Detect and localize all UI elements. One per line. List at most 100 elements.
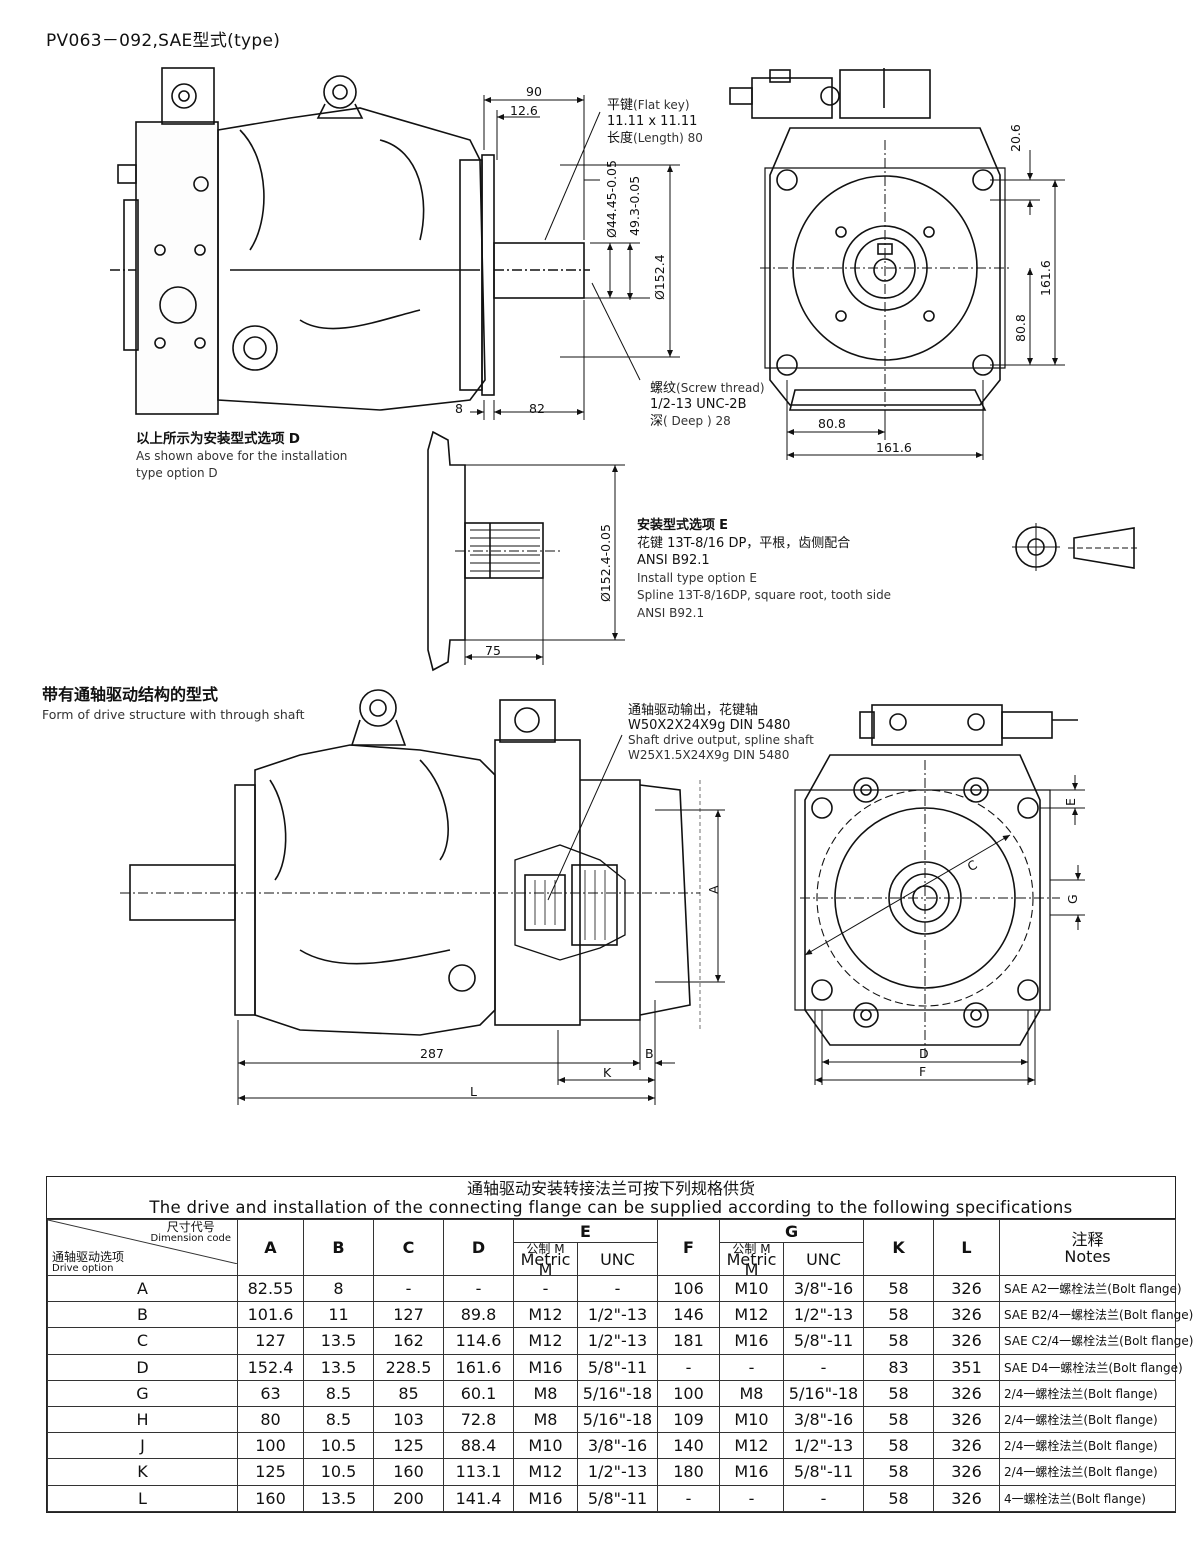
table-cell-eu: 3/8"-16 [577,1432,658,1460]
table-cell-d: 88.4 [443,1432,514,1460]
table-cell-b: 10.5 [303,1458,374,1486]
table-cell-note: 4一螺栓法兰(Bolt flange) [999,1484,1177,1512]
table-cell-em: M8 [513,1405,578,1434]
table-cell-opt: L [47,1484,238,1512]
table-cell-em: M16 [513,1353,578,1381]
corner-diagonal [48,1220,238,1264]
table-cell-b: 13.5 [303,1353,374,1381]
table-cell-gu: 5/8"-11 [782,1327,865,1355]
table-cell-gu: - [782,1484,865,1512]
dim-80-8-vertical: 80.8 [1013,314,1028,342]
dim-k: K [603,1065,612,1080]
table-cell-b: 8 [303,1274,374,1303]
pump-front-view-top [729,68,1010,420]
table-cell-d: 141.4 [443,1484,514,1512]
dim-82: 82 [529,401,545,416]
g-unc-header: UNC [782,1242,865,1276]
table-cell-d: 60.1 [443,1379,514,1407]
table-cell-note: 2/4一螺栓法兰(Bolt flange) [999,1458,1177,1486]
spec-table-title-en: The drive and installation of the connec… [47,1198,1175,1219]
table-cell-em: M10 [513,1432,578,1460]
col-b: B [303,1219,374,1276]
table-cell-c: 200 [373,1484,444,1512]
dim-l: L [470,1084,477,1099]
table-cell-opt: G [47,1379,238,1407]
table-cell-c: 228.5 [373,1353,444,1381]
dim-b: B [645,1046,654,1061]
table-cell-note: SAE B2/4一螺栓法兰(Bolt flange) [999,1301,1193,1329]
table-cell-a: 101.6 [237,1301,304,1329]
table-cell-gu: 1/2"-13 [782,1301,865,1329]
table-cell-k: 58 [863,1484,935,1512]
dimension-lines-through-shaft-front [814,775,1085,1085]
table-cell-gm: M12 [719,1301,784,1329]
table-cell-l: 326 [933,1327,1001,1355]
table-cell-em: - [513,1274,578,1303]
e-unc-header: UNC [577,1242,658,1276]
table-cell-d: 89.8 [443,1301,514,1329]
install-option-d-caption: 以上所示为安装型式选项 D As shown above for the ins… [136,431,348,480]
table-cell-l: 326 [933,1301,1001,1329]
table-cell-f: 100 [657,1379,720,1407]
table-cell-f: 180 [657,1458,720,1486]
table-cell-eu: 5/8"-11 [577,1484,658,1512]
spec-table: 通轴驱动安装转接法兰可按下列规格供货 The drive and install… [46,1176,1193,1513]
table-cell-gm: M8 [719,1379,784,1407]
table-cell-k: 58 [863,1301,935,1329]
table-cell-c: 162 [373,1327,444,1355]
dimension-lines-option-e [464,464,625,665]
dim-d: D [919,1046,929,1061]
table-cell-note: 2/4一螺栓法兰(Bolt flange) [999,1379,1177,1407]
table-cell-gu: 1/2"-13 [782,1432,865,1460]
table-cell-eu: - [577,1274,658,1303]
dim-12-6: 12.6 [510,103,538,118]
table-cell-gm: M10 [719,1274,784,1303]
table-cell-eu: 1/2"-13 [577,1327,658,1355]
col-f: F [657,1219,720,1276]
table-cell-note: SAE C2/4一螺栓法兰(Bolt flange) [999,1327,1193,1355]
table-cell-eu: 1/2"-13 [577,1458,658,1486]
table-cell-a: 125 [237,1458,304,1486]
table-cell-f: 106 [657,1274,720,1303]
table-cell-c: 125 [373,1432,444,1460]
table-cell-f: - [657,1484,720,1512]
table-cell-b: 13.5 [303,1484,374,1512]
dim-a: A [706,885,721,894]
table-cell-opt: K [47,1458,238,1486]
dim-49-3: 49.3-0.05 [627,175,642,236]
table-cell-l: 326 [933,1379,1001,1407]
table-cell-eu: 5/16"-18 [577,1379,658,1407]
table-cell-b: 8.5 [303,1379,374,1407]
dim-287: 287 [420,1046,444,1061]
table-cell-gm: M16 [719,1458,784,1486]
technical-drawings [110,67,1140,1105]
dimension-lines-top-front [786,150,1065,460]
table-cell-l: 326 [933,1405,1001,1434]
col-a: A [237,1219,304,1276]
page-title: PV063－092,SAE型式(type) [46,31,281,51]
table-cell-d: 114.6 [443,1327,514,1355]
col-c: C [373,1219,444,1276]
table-cell-l: 326 [933,1484,1001,1512]
table-cell-gu: 5/8"-11 [782,1458,865,1486]
spec-table-title-cn: 通轴驱动安装转接法兰可按下列规格供货 [466,1179,755,1198]
dimension-lines-through-shaft [237,734,725,1105]
table-cell-a: 63 [237,1379,304,1407]
through-shaft-output-label: 通轴驱动输出，花键轴 W50X2X24X9g DIN 5480 Shaft dr… [628,703,814,762]
table-cell-k: 58 [863,1458,935,1486]
dim-20-6: 20.6 [1008,124,1023,152]
table-cell-note: SAE A2一螺栓法兰(Bolt flange) [999,1274,1182,1303]
table-cell-eu: 5/16"-18 [577,1405,658,1434]
table-cell-em: M8 [513,1379,578,1407]
table-cell-opt: A [47,1274,238,1303]
dim-8: 8 [455,401,463,416]
table-cell-gm: M10 [719,1405,784,1434]
table-cell-eu: 1/2"-13 [577,1301,658,1329]
